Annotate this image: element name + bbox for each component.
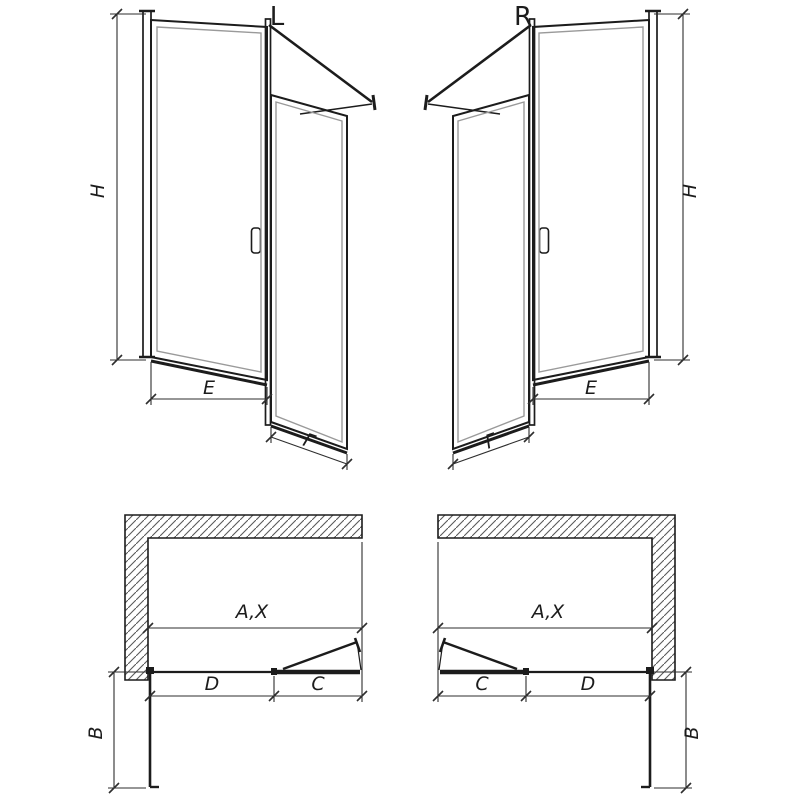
fixed-bottom-profile	[452, 424, 530, 455]
plan-right-walls	[437, 514, 676, 681]
overall-width-label: A,X	[530, 601, 565, 623]
door-swing-depth-label: B	[85, 726, 107, 739]
dim-fixed-width-ticks	[265, 431, 353, 470]
dim-door-width-lines	[150, 362, 268, 405]
dim-door-width-ticks	[527, 393, 655, 405]
door-glass	[156, 26, 262, 373]
dim-overall-lines	[148, 542, 363, 702]
dim-dc-lines	[150, 676, 362, 702]
support-arm-plan	[282, 640, 358, 671]
pivot-block	[146, 667, 154, 674]
door-panel-outline	[532, 18, 650, 382]
door-segment-label: D	[205, 673, 220, 695]
dim-door-width-lines	[532, 362, 650, 405]
elevation-right-dimensions	[447, 8, 690, 470]
elevation-left-dimensions	[110, 8, 353, 470]
plan-right-assembly	[438, 637, 652, 789]
elevation-right-glass	[457, 26, 644, 444]
door-bottom-profile	[532, 359, 650, 387]
plan-left: A,X D C B	[85, 514, 368, 794]
dim-overall-ticks	[142, 622, 368, 634]
dim-depth-lines	[108, 671, 146, 789]
door-handle	[538, 227, 550, 254]
dim-dc-ticks	[144, 690, 368, 702]
fixed-bottom-profile	[270, 424, 348, 455]
fixed-panel-outline	[270, 93, 348, 451]
dim-fixed-width-lines	[270, 427, 348, 470]
fixed-glass	[275, 101, 343, 444]
plan-left-labels: A,X D C B	[85, 601, 325, 740]
support-arm-anchor-plan	[438, 637, 447, 653]
hinge-block	[271, 668, 277, 675]
elevation-left: L H E F	[87, 2, 377, 470]
support-arm	[268, 23, 373, 104]
door-panel-outline	[150, 18, 268, 382]
plan-right: A,X C D B	[432, 514, 703, 794]
plan-left-assembly	[148, 637, 362, 789]
support-arm-plan	[442, 640, 518, 671]
height-label: H	[87, 184, 109, 198]
fixed-segment-label: C	[311, 673, 325, 695]
door-segment-label: D	[581, 673, 596, 695]
wall-profile	[648, 10, 658, 358]
dim-cd-lines	[438, 676, 650, 702]
variant-title-left: L	[270, 2, 285, 32]
plan-right-dimensions	[432, 542, 692, 794]
wall-profile	[142, 10, 152, 358]
hinge-block	[523, 668, 529, 675]
pivot-block	[646, 667, 654, 674]
support-arm-wall-anchor	[371, 94, 377, 111]
elevation-left-labels: L H E F	[87, 2, 319, 454]
support-arm-anchor-plan	[353, 637, 362, 653]
elevation-left-glass	[156, 26, 343, 444]
dim-depth-ticks	[108, 666, 120, 794]
plan-right-labels: A,X C D B	[475, 601, 703, 740]
wall-section	[437, 514, 676, 681]
wall-section	[124, 514, 363, 681]
variant-title-right: R	[514, 2, 532, 32]
door-width-label: E	[203, 377, 215, 399]
dim-fixed-width-lines	[452, 427, 530, 470]
fixed-panel-outline	[452, 93, 530, 451]
dim-depth-ticks	[680, 666, 692, 794]
plan-left-walls	[124, 514, 363, 681]
wall-profile-caps	[645, 9, 661, 359]
support-arm	[427, 23, 532, 104]
door-swing-depth-label: B	[681, 726, 703, 739]
door-handle	[250, 227, 262, 254]
elevation-left-outlines	[139, 9, 377, 455]
elevation-right-labels: R H E F	[482, 2, 701, 454]
dim-overall-ticks	[432, 622, 658, 634]
dim-door-width-ticks	[145, 393, 273, 405]
dim-height-lines	[110, 13, 146, 361]
dim-height-ticks	[111, 8, 123, 366]
support-arm-wall-anchor	[423, 94, 429, 111]
wall-profile-caps	[139, 9, 155, 359]
door-glass	[538, 26, 644, 373]
plan-left-dimensions	[108, 542, 368, 794]
plan-left-fittings	[146, 667, 277, 675]
height-label: H	[679, 184, 701, 198]
plan-right-fittings	[523, 667, 654, 675]
elevation-right-outlines	[423, 9, 661, 455]
dim-height-ticks	[677, 8, 689, 366]
overall-width-label: A,X	[234, 601, 269, 623]
door-width-label: E	[585, 377, 597, 399]
fixed-segment-label: C	[475, 673, 489, 695]
dim-fixed-width-ticks	[447, 431, 535, 470]
dim-cd-ticks	[432, 690, 656, 702]
fixed-glass	[457, 101, 525, 444]
door-bottom-profile	[150, 359, 268, 387]
elevation-right: R H E F	[423, 2, 701, 470]
dim-overall-lines	[437, 542, 652, 702]
